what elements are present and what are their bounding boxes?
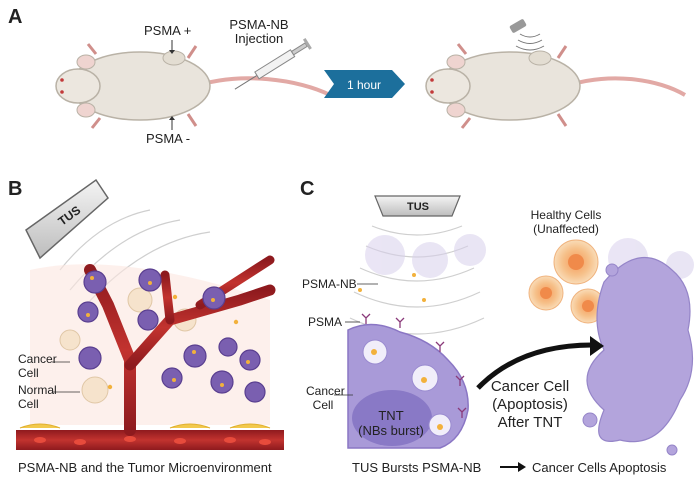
label-apoptosis-line2: (Apoptosis) [492,396,568,413]
label-psma-positive: PSMA + [144,23,192,38]
arrow-1-hour [324,70,405,98]
apoptotic-bodies [582,263,678,456]
label-healthy-cells-line1: Healthy Cells [530,208,602,222]
label-cancer-cell-b-line1: Cancer [18,352,57,366]
mouse-ear [76,54,96,70]
label-tnt-line1: TNT [378,408,404,423]
label-apoptosis-line3: After TNT [497,414,563,431]
label-cancer-cell-b: Cancer Cell [18,352,57,380]
panel-letter-b: B [8,178,23,200]
caption-c-right: Cancer Cells Apoptosis [532,460,667,475]
psma-receptors [361,313,467,418]
red-blood-cells [34,436,271,445]
panel-letter-c: C [300,178,315,200]
tus-probe-c [374,195,461,217]
mouse-left [55,43,331,129]
apoptotic-cell [586,256,694,443]
transition-arrow [476,342,593,390]
mouse-ear [76,102,96,118]
label-normal-cell-b-line2: Cell [18,397,39,411]
label-tnt: TNT (NBs burst) [352,408,430,438]
label-healthy-cells-line2: (Unaffected) [533,222,599,236]
cancer-cells-b [77,268,266,403]
label-normal-cell-b: Normal Cell [18,383,57,411]
syringe-icon [234,37,312,90]
mouse-right [425,43,687,129]
label-injection-line2: Injection [234,31,284,46]
tus-label-c: TUS [407,201,429,213]
panel-letter-a: A [8,6,23,28]
label-psma-negative: PSMA - [146,131,191,146]
caption-c-left: TUS Bursts PSMA-NB [352,460,482,475]
tumor-psma-pos [162,50,186,66]
label-injection: PSMA-NB Injection [224,18,294,46]
label-psma-nb: PSMA-NB [302,277,357,291]
label-cancer-cell-c-line1: Cancer [306,384,345,398]
tus-probe-b [25,178,109,260]
label-normal-cell-b-line1: Normal [18,383,57,397]
label-apoptosis: Cancer Cell (Apoptosis) After TNT [478,378,582,432]
ultrasound-probe-icon [509,19,545,51]
mouse-tail [189,76,331,97]
cancer-cell-nucleus [352,390,432,446]
label-cancer-cell-c: Cancer Cell [306,384,345,412]
label-apoptosis-line1: Cancer Cell [490,378,570,395]
vesicles-c [362,339,452,437]
nanobubbles-b [86,276,250,390]
label-cancer-cell-c-line2: Cell [312,398,334,412]
nanobubbles-c [358,273,443,430]
healthy-cells [528,239,606,324]
label-injection-line1: PSMA-NB [229,17,289,32]
label-psma: PSMA [308,315,343,329]
label-healthy-cells: Healthy Cells (Unaffected) [518,208,614,236]
label-tnt-line2: (NBs burst) [358,423,424,438]
mouse-head [55,68,101,104]
label-cancer-cell-b-line2: Cell [18,366,39,380]
arrow-1-hour-label: 1 hour [347,78,381,92]
blood-vessel [16,430,284,450]
caption-b: PSMA-NB and the Tumor Microenvironment [18,460,272,475]
